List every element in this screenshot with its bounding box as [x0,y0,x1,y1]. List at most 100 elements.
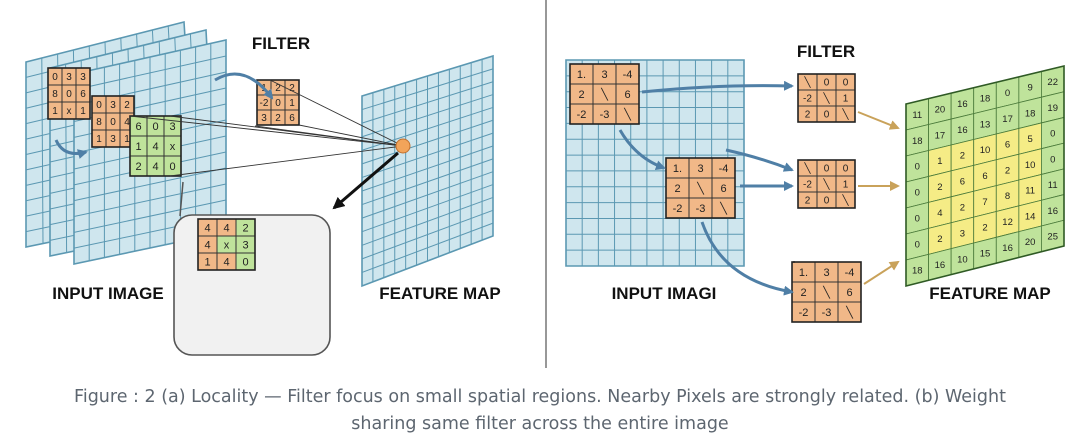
feature-map-value: 2 [960,151,965,162]
patch1-value: 3 [80,72,86,83]
feature-map-label: FEATURE MAP [929,284,1051,303]
feature-map-value: 20 [1025,237,1036,248]
feature-map-value: 0 [1050,154,1055,165]
feature-map-value: 15 [980,249,991,260]
patch2-to-filter3-arrow [700,221,794,296]
feature-map-value: 3 [960,228,965,239]
filter2-value: ╲ [822,178,830,191]
filter1-value: 0 [843,78,849,89]
patch2-value: 3 [110,100,116,111]
zoom-value: 4 [223,256,229,268]
patch3-value: 6 [135,121,141,133]
patch1-value: 3 [66,72,72,83]
patch1-value: 0 [52,72,58,83]
patch2-value: 1 [124,134,130,145]
feature-map-value: 0 [915,188,920,199]
filter1-to-map-arrow [857,111,900,130]
patch1-value: 3 [601,69,607,81]
connection-line [254,125,404,147]
filter2-value: 0 [843,164,849,175]
filter-value: 3 [261,113,267,124]
feature-map-value: 0 [1005,88,1010,99]
filter2-value: 0 [824,196,830,207]
output-neuron-dot [395,138,411,154]
feature-map-value: 6 [982,171,987,182]
filter1-value: 1 [843,94,849,105]
feature-map-value: 7 [982,197,987,208]
feature-map-value: 0 [915,162,920,173]
feature-map-value: 2 [937,182,942,193]
patch1-value: 6 [624,89,630,101]
patch3-value: 3 [169,121,175,133]
filter2-value: ╲ [803,162,811,175]
feature-map-value: 13 [980,119,991,130]
zoom-value: 3 [242,239,248,251]
feature-map-value: 2 [960,202,965,213]
patch2-value: 0 [96,100,102,111]
feature-map-value: 0 [915,240,920,251]
feature-map-value: 16 [957,125,968,136]
receptive-field-lines [129,79,404,177]
connection-line [298,124,404,147]
feature-map-value: 18 [980,93,991,104]
curved-patch-arrow [54,139,88,159]
feature-map-value: 6 [960,177,965,188]
patch3-value: 3 [823,267,829,279]
patch1-to-filter1-arrow [641,80,794,94]
zoom-arrow [332,151,399,210]
patch2-value: 8 [96,117,102,128]
filter2-value: -2 [803,180,812,191]
patch3-value: 1 [135,141,141,153]
patch2-value: 0 [110,117,116,128]
feature-map-value: 16 [1002,243,1013,254]
filter-label: FILTER [797,42,855,61]
filter-value: 2 [275,83,281,94]
feature-map-value: 18 [1025,108,1036,119]
feature-map-value: 17 [1002,114,1013,125]
feature-map-value: 18 [912,136,923,147]
feature-map-label: FEATURE MAP [379,284,501,303]
patch1-value: -3 [600,109,610,121]
zoom-value: 2 [242,222,248,234]
filter-value: 0 [275,98,281,109]
connection-line [169,145,404,177]
patch1-value: x [67,106,72,117]
patch2-value: 2 [124,100,130,111]
input-patch-3: 1.3-42╲6-2-3╲ [791,261,862,323]
patch3-value: 2 [800,287,806,299]
filter-value: 6 [289,113,295,124]
filter2-value: 2 [805,196,811,207]
patch1-to-patch2-arrow [618,129,666,171]
patch1-value: ╲ [623,107,632,121]
patch3-value: 0 [152,121,158,133]
patch2-value: 6 [720,183,726,195]
patch1-value: 8 [52,89,58,100]
patch1-value: -2 [577,109,587,121]
filter1-value: ╲ [803,76,811,89]
zoom-value: 4 [223,222,229,234]
zoom-value: 1 [204,256,210,268]
patch1-value: -4 [623,69,633,81]
patch3-value: 4 [152,161,158,173]
patch3-value: 2 [135,161,141,173]
filter1-value: -2 [803,94,812,105]
feature-map-value: 20 [935,104,946,115]
feature-map-value: 0 [915,214,920,225]
zoom-value: x [224,239,230,251]
patch2-value: 3 [697,163,703,175]
filter1-value: 0 [824,110,830,121]
feature-map-value: 10 [1025,160,1036,171]
patch2-value: 2 [674,183,680,195]
input-image-label: INPUT IMAGE [52,284,163,303]
caption-line-2: sharing same filter across the entire im… [351,414,729,434]
feature-map-value: 22 [1047,77,1058,88]
feature-map-value: 11 [1025,186,1035,197]
filter2-value: 1 [843,180,849,191]
feature-map-value: 12 [1002,217,1013,228]
